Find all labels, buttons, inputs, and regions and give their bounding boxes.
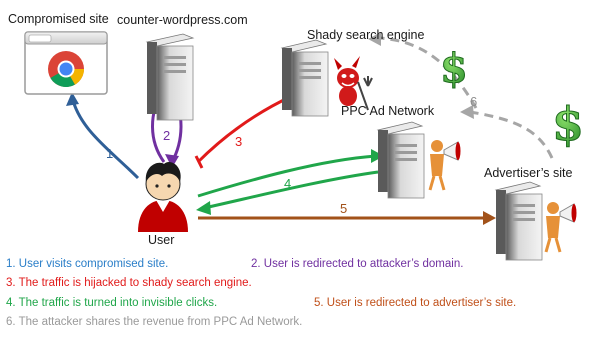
ppc-ad-network-label: PPC Ad Network	[341, 104, 435, 118]
megaphone-person-icon	[428, 140, 461, 191]
edge-1-label: 1	[106, 146, 113, 161]
legend-item-6: 6. The attacker shares the revenue from …	[6, 316, 303, 328]
dollar-sign-icon-2: $	[552, 97, 585, 152]
edge-6-label: 6	[470, 94, 477, 109]
user-label: User	[148, 233, 175, 247]
compromised-site-label: Compromised site	[8, 12, 109, 26]
user-avatar-icon	[138, 162, 188, 232]
edge-3-label: 3	[235, 134, 242, 149]
counter-wordpress-label: counter-wordpress.com	[117, 13, 248, 27]
chrome-browser-icon	[24, 31, 108, 95]
edge-1: 1	[66, 92, 140, 180]
megaphone-person-icon-advertiser	[544, 202, 577, 253]
edge-6: 6	[368, 32, 554, 159]
edge-5: 5	[198, 201, 496, 225]
server-ppc-network	[376, 121, 425, 199]
edge-4: 4	[196, 149, 384, 215]
svg-text:$: $	[440, 45, 468, 92]
edge-5-label: 5	[340, 201, 347, 216]
legend-item-5: 5. User is redirected to advertiser’s si…	[314, 297, 517, 309]
legend-item-4: 4. The traffic is turned into invisible …	[6, 297, 218, 309]
legend-item-1: 1. User visits compromised site.	[6, 258, 169, 270]
legend-item-3: 3. The traffic is hijacked to shady sear…	[6, 277, 252, 289]
server-counter-wordpress	[145, 33, 195, 121]
svg-text:$: $	[552, 97, 584, 151]
server-shady-search	[280, 39, 329, 117]
edge-4-label: 4	[284, 176, 291, 191]
server-advertiser	[494, 181, 543, 261]
shady-search-engine-label: Shady search engine	[307, 28, 425, 42]
devil-icon	[334, 56, 373, 111]
advertiser-site-label: Advertiser’s site	[484, 166, 573, 180]
legend-item-2: 2. User is redirected to attacker’s doma…	[251, 258, 464, 270]
edge-2-label: 2	[163, 128, 170, 143]
dollar-sign-icon: $	[440, 45, 469, 93]
